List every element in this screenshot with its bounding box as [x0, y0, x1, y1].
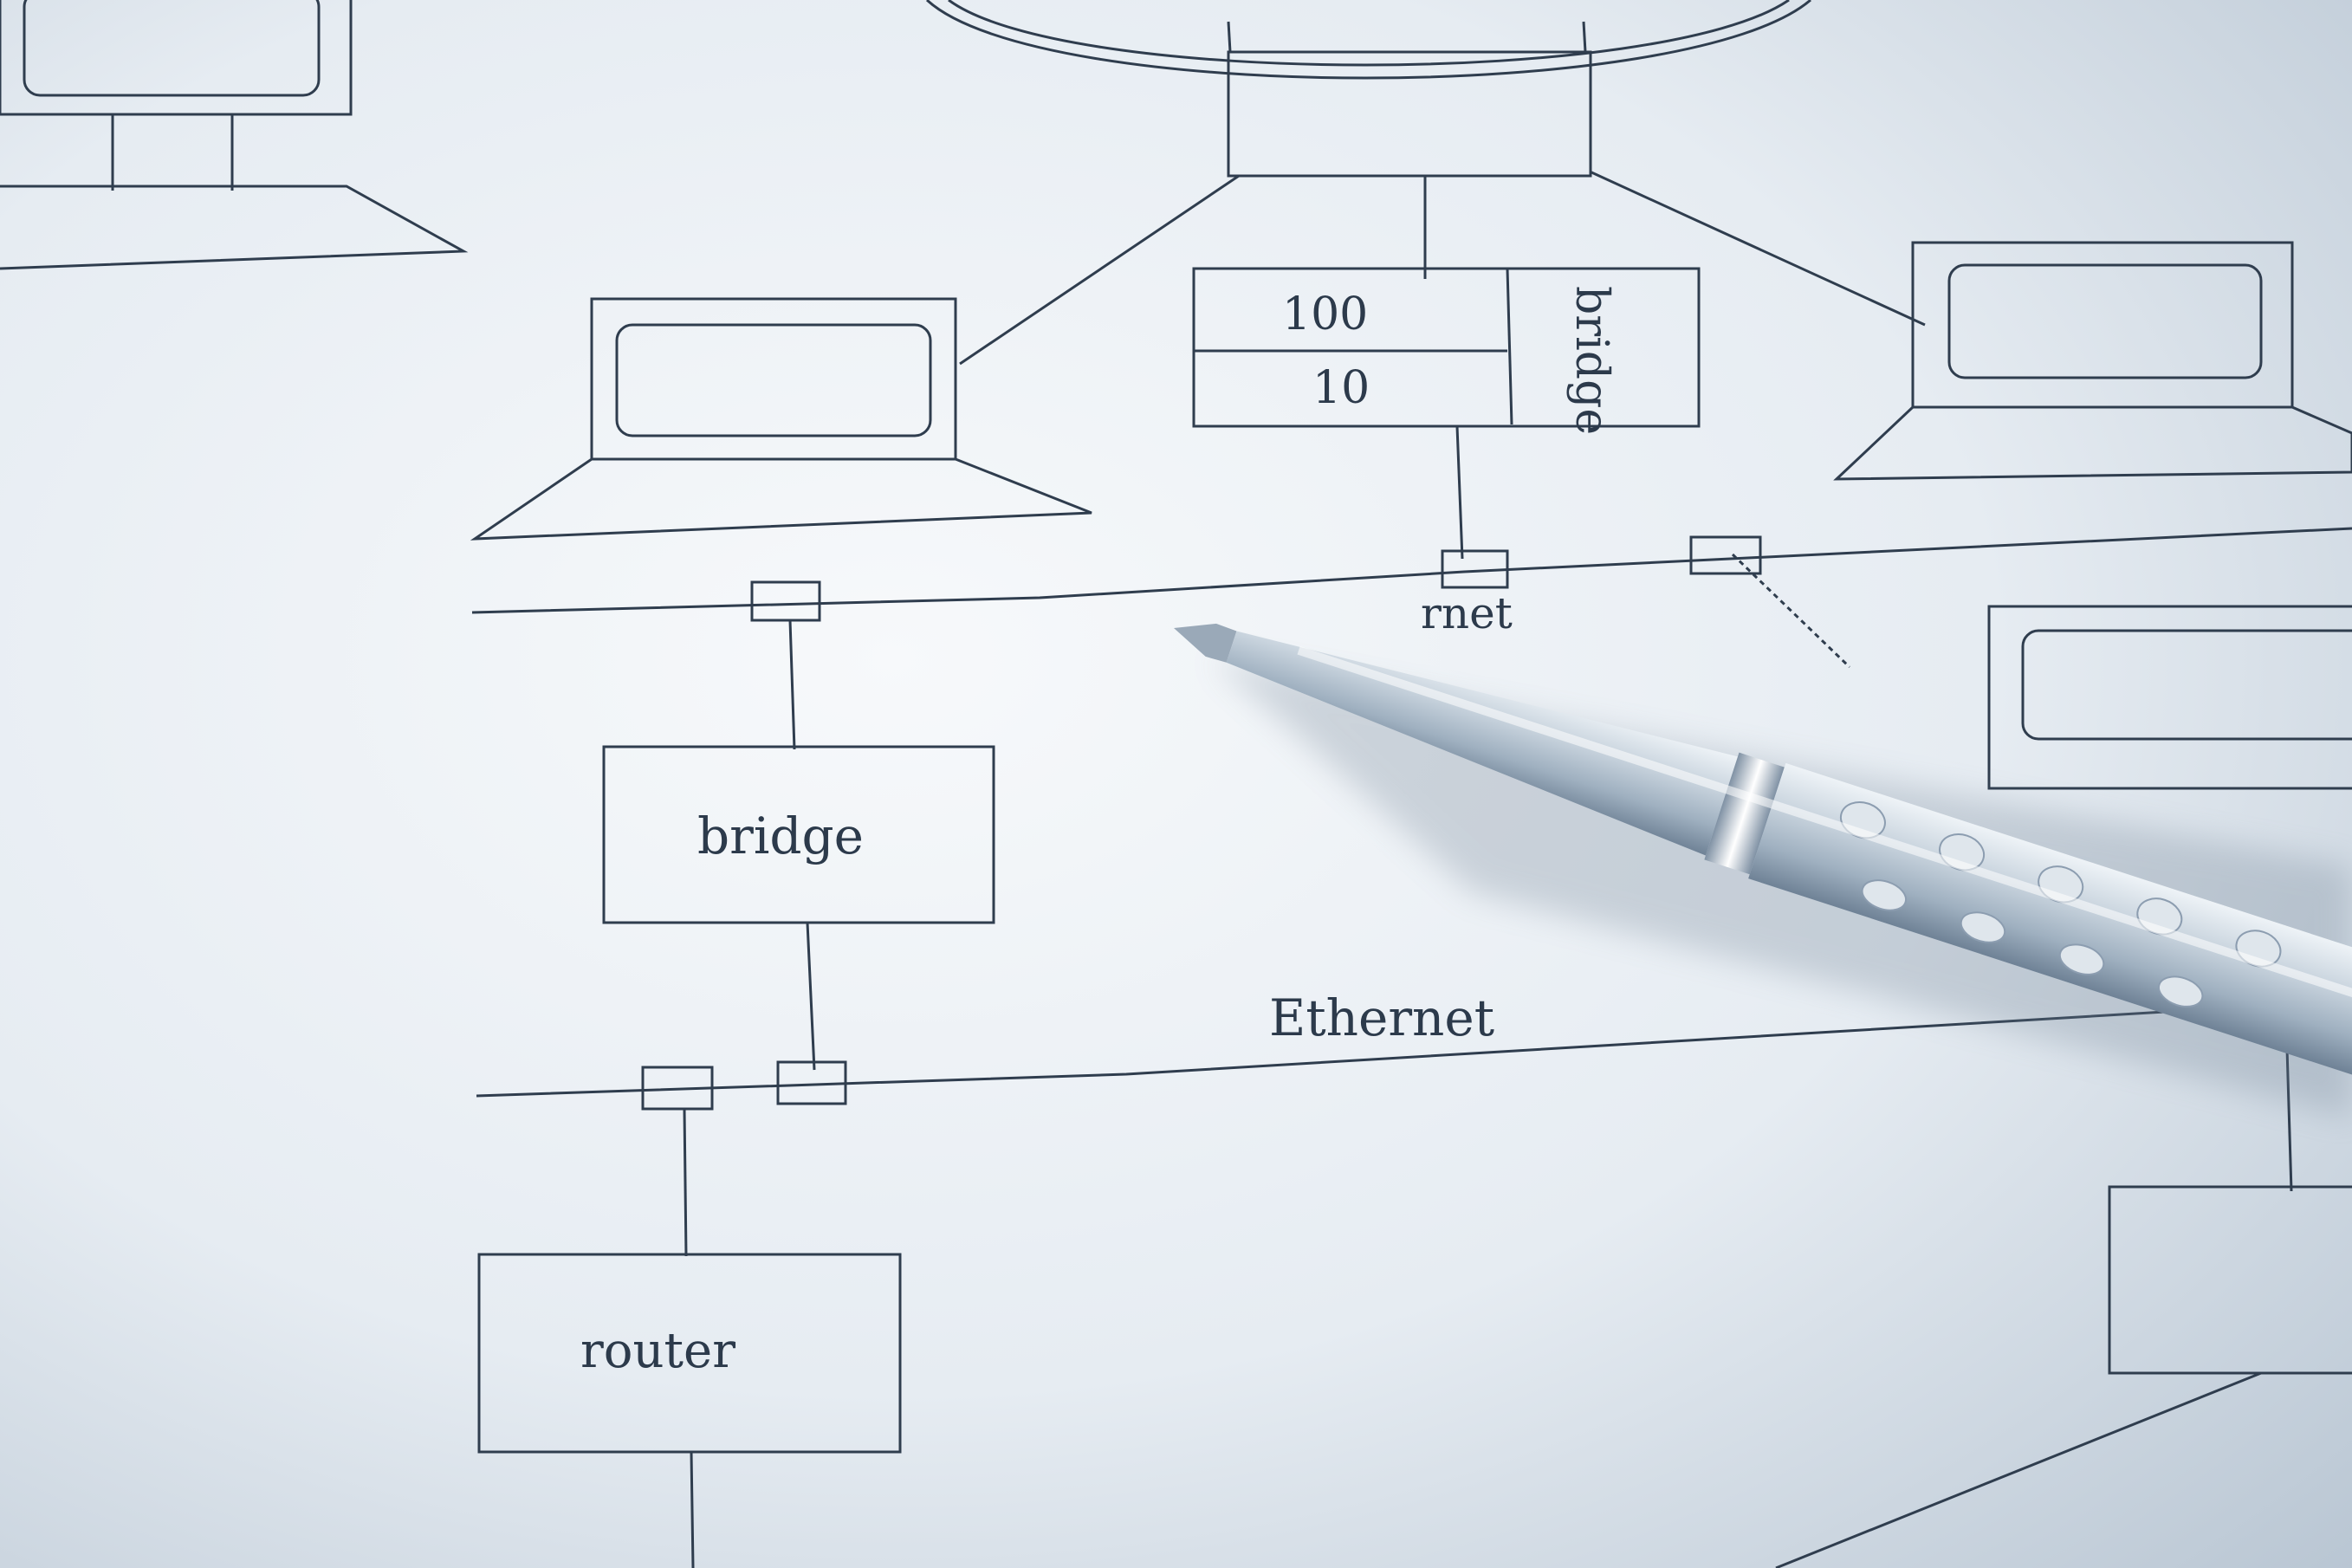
bridge-box-left: [602, 619, 995, 1071]
bridge-box-top: [1192, 267, 1701, 560]
pen-ring: [1704, 752, 1785, 875]
computer-icon: [1987, 605, 2352, 790]
computer-icon: [1833, 241, 2352, 481]
ethernet-upper: [471, 527, 2352, 669]
router-box: [477, 1253, 902, 1568]
diagram-labels: 100 10 bridge bridge rnet Ethernet route…: [580, 286, 1617, 1379]
bridge-top-vertical-label: bridge: [1565, 286, 1617, 435]
ethernet-upper-partial-label: rnet: [1421, 588, 1513, 638]
pen-cone: [1226, 631, 1738, 856]
pen-highlight: [1297, 646, 2352, 1030]
pen-tip: [1174, 623, 1237, 663]
computer-icon: [0, 0, 469, 270]
pen: [1174, 623, 2352, 1120]
bridge-left-label: bridge: [697, 807, 864, 865]
ethernet-lower: [476, 999, 2352, 1257]
router-label: router: [580, 1323, 735, 1379]
ethernet-lower-label: Ethernet: [1269, 988, 1494, 1047]
bridge-top-lower-label: 10: [1312, 362, 1370, 414]
bridge-top-upper-label: 100: [1282, 288, 1368, 340]
computer-icon: [470, 297, 1092, 541]
hub-icon: [925, 0, 1926, 366]
